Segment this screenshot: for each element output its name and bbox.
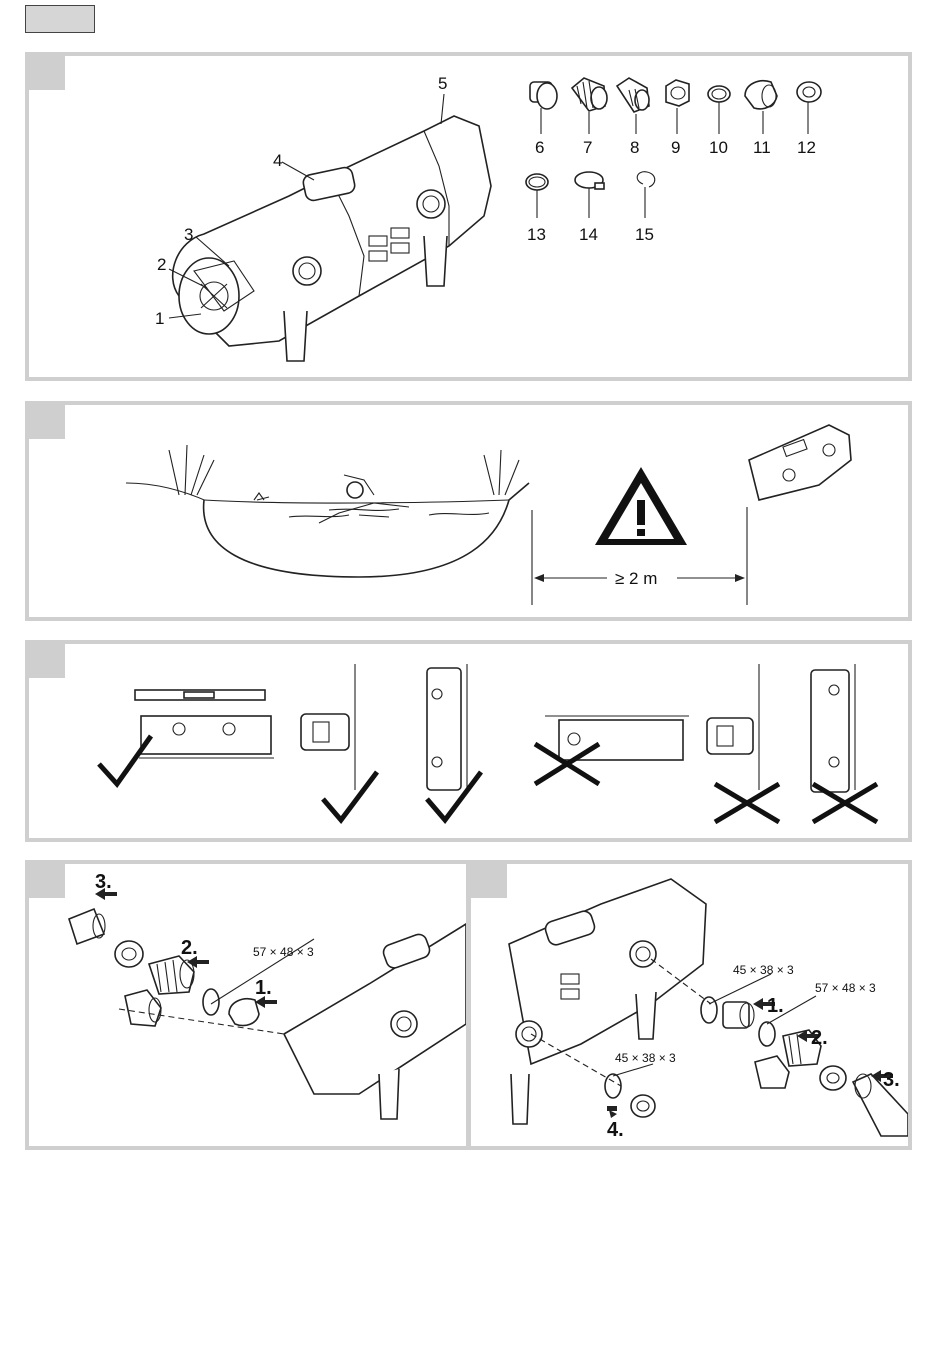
o-ring-icon — [203, 989, 219, 1015]
seal-dimension-b-label: 57 × 48 × 3 — [815, 981, 876, 995]
hose-tail-icon — [755, 1056, 789, 1088]
flat-seal-icon — [708, 86, 730, 102]
upside-down-mount-wrong — [545, 716, 689, 760]
panel-components: 1 2 3 4 5 — [25, 52, 912, 381]
cross-mark-icon — [715, 784, 779, 822]
outlet-assembly-illustration: 1. 2. 3. 4. 45 × 38 × 3 57 × 48 × 3 45 ×… — [471, 864, 908, 1146]
device-small-drawing — [749, 425, 851, 500]
part-label-10: 10 — [709, 138, 728, 157]
part-label-12: 12 — [797, 138, 816, 157]
nut-icon — [631, 1095, 655, 1117]
inlet-assembly-illustration: 3. 2. 1. 57 × 48 × 3 — [29, 864, 466, 1146]
hose-tail-icon — [617, 78, 649, 112]
circlip-icon — [637, 172, 655, 187]
part-label-8: 8 — [630, 138, 639, 157]
callout-1: 1 — [155, 309, 164, 328]
step-1-label: 1. — [767, 995, 784, 1017]
panel-safety-distance: ≥ 2 m — [25, 401, 912, 621]
panel-inlet-assembly: 3. 2. 1. 57 × 48 × 3 — [25, 860, 470, 1150]
seal-dimension-c-label: 45 × 38 × 3 — [615, 1051, 676, 1065]
part-label-6: 6 — [535, 138, 544, 157]
callout-3: 3 — [184, 225, 193, 244]
threaded-adapter-icon — [723, 1002, 754, 1028]
part-label-14: 14 — [579, 225, 598, 244]
panel-mounting-orientation — [25, 640, 912, 842]
callout-4: 4 — [273, 151, 282, 170]
check-mark-icon — [323, 772, 377, 820]
pond-drawing — [126, 445, 529, 577]
horizontal-mount-correct — [135, 690, 274, 758]
vertical-mount-correct-1 — [301, 664, 355, 790]
union-nut-icon — [820, 1066, 846, 1090]
hose-clamp-icon — [575, 172, 604, 189]
part-label-11: 11 — [753, 138, 771, 157]
callout-2: 2 — [157, 255, 166, 274]
part-label-13: 13 — [527, 225, 546, 244]
threaded-adapter-icon — [530, 82, 557, 109]
union-nut-icon — [666, 80, 689, 106]
stepped-hose-tail-icon — [149, 956, 194, 994]
hose-icon — [853, 1074, 908, 1136]
step-2-label: 2. — [811, 1027, 828, 1049]
step-3-label: 3. — [95, 871, 112, 893]
check-mark-icon — [99, 736, 151, 784]
union-nut-icon — [115, 941, 143, 967]
step-4-label: 4. — [607, 1119, 624, 1141]
vertical-mount-wrong-1 — [707, 664, 759, 790]
cap-icon — [229, 999, 259, 1026]
cap-icon — [745, 81, 777, 109]
uvc-device-drawing — [173, 116, 491, 361]
vertical-mount-correct-2 — [427, 664, 467, 790]
flat-seal-icon — [759, 1022, 775, 1046]
components-illustration: 1 2 3 4 5 — [29, 56, 908, 377]
part-label-7: 7 — [583, 138, 592, 157]
step-1-label: 1. — [255, 977, 272, 999]
o-ring-icon — [605, 1074, 621, 1098]
vertical-mount-wrong-2 — [811, 664, 855, 792]
seal-dimension-a-label: 45 × 38 × 3 — [733, 963, 794, 977]
nut-icon — [797, 82, 821, 102]
step-3-label: 3. — [883, 1069, 900, 1091]
stepped-hose-tail-icon — [572, 78, 607, 111]
hose-tail-icon — [125, 990, 161, 1026]
hose-icon — [69, 909, 105, 944]
part-label-15: 15 — [635, 225, 654, 244]
orientation-illustration — [29, 644, 908, 838]
o-ring-icon — [526, 174, 548, 190]
warning-triangle-icon — [595, 467, 687, 545]
seal-dimension-label: 57 × 48 × 3 — [253, 945, 314, 959]
panel-outlet-assembly: 1. 2. 3. 4. 45 × 38 × 3 57 × 48 × 3 45 ×… — [467, 860, 912, 1150]
part-label-9: 9 — [671, 138, 680, 157]
pond-illustration: ≥ 2 m — [29, 405, 908, 617]
step-2-label: 2. — [181, 937, 198, 959]
page-tab — [25, 5, 95, 33]
callout-5: 5 — [438, 74, 447, 93]
distance-label: ≥ 2 m — [615, 569, 657, 588]
